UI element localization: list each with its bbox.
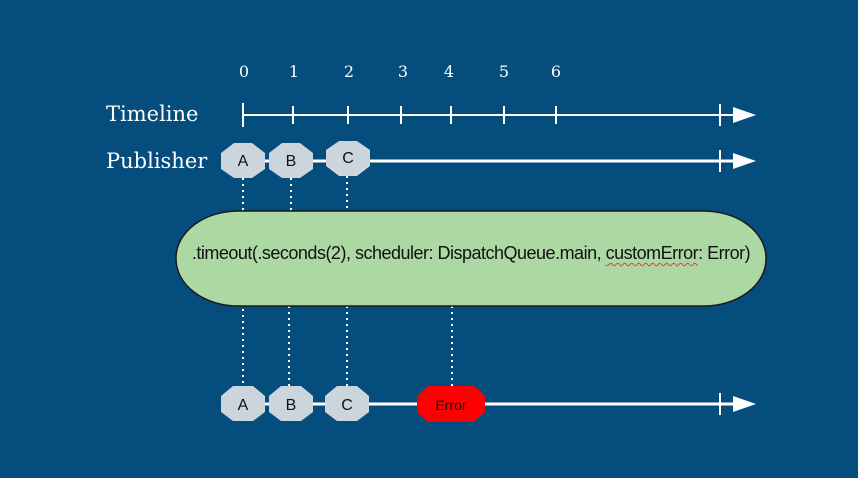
error-event-shape	[417, 386, 485, 422]
spellcheck-underlined-word: customError	[605, 243, 699, 263]
tick-label: 2	[343, 62, 355, 81]
error-event-label: Error	[435, 397, 466, 413]
operator-text-part: : Error)	[698, 243, 751, 263]
operator-label: .timeout(.seconds(2), scheduler: Dispatc…	[176, 244, 766, 262]
operator-text-part: .timeout(.seconds(2), scheduler: Dispatc…	[191, 243, 606, 263]
publisher-label: Publisher	[106, 149, 208, 173]
operator-capsule	[175, 210, 767, 307]
publisher-event-c-shape	[326, 141, 370, 176]
output-event-label: B	[286, 397, 297, 414]
timeline-label: Timeline	[106, 102, 199, 126]
output-event-c-shape	[325, 386, 369, 421]
event-labels: A B C A B C Error	[238, 150, 467, 414]
tick-label: 0	[238, 62, 250, 81]
timeline-axis	[242, 103, 756, 127]
output-event-label: C	[341, 397, 353, 414]
publisher-event-label: A	[238, 153, 249, 170]
tick-label: 6	[550, 62, 562, 81]
dotted-connectors	[242, 176, 453, 386]
publisher-event-b-shape	[269, 143, 313, 178]
publisher-arrowhead	[733, 153, 756, 169]
output-event-b-shape	[269, 386, 313, 421]
tick-label: 3	[397, 62, 409, 81]
publisher-event-a-shape	[221, 143, 265, 178]
publisher-event-label: C	[342, 150, 354, 167]
output-arrowhead	[733, 396, 756, 412]
tick-label: 5	[498, 62, 510, 81]
tick-label: 1	[288, 62, 300, 81]
publisher-event-label: B	[286, 153, 297, 170]
output-event-label: A	[238, 397, 249, 414]
timeline-arrowhead	[733, 107, 756, 123]
output-event-a-shape	[221, 386, 265, 421]
tick-label: 4	[443, 62, 455, 81]
